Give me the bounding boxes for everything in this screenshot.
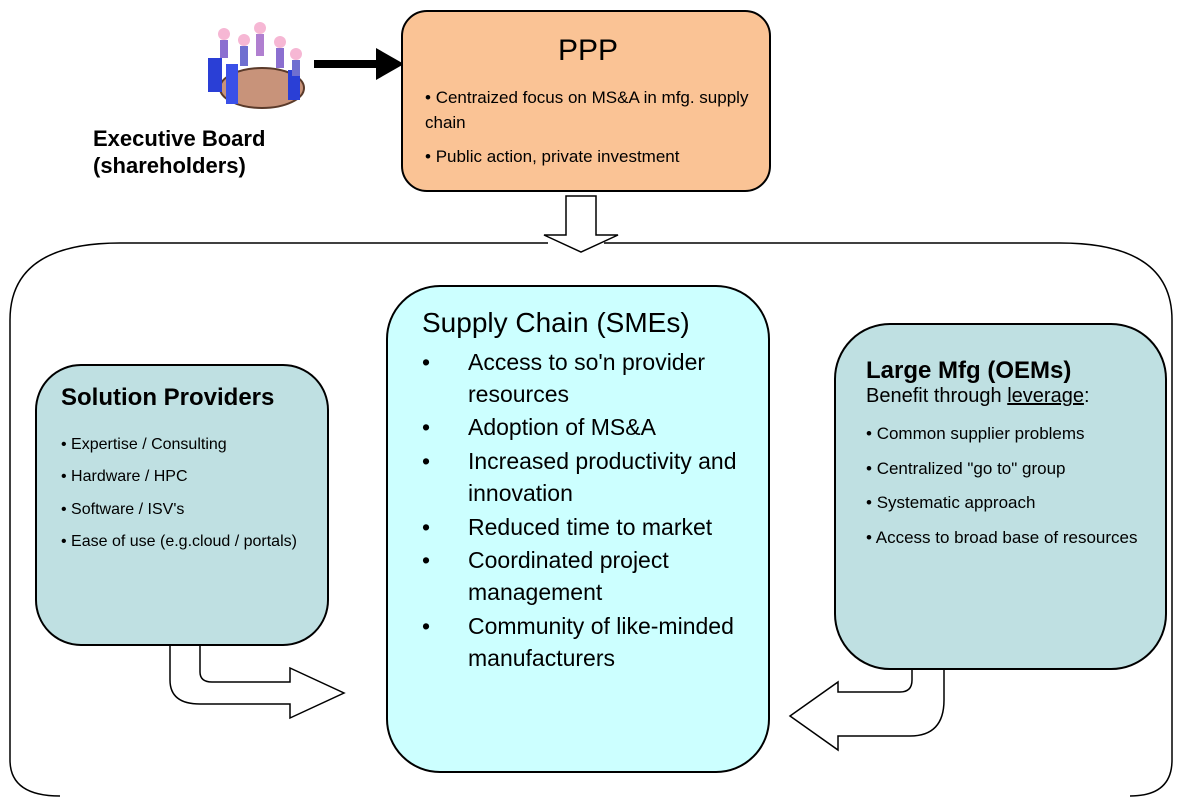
supply-chain-bullet: Community of like-minded manufacturers	[422, 611, 750, 674]
large-mfg-subtitle-suffix: :	[1083, 385, 1090, 407]
large-mfg-bullet: Centralized "go to" group	[866, 457, 1151, 482]
large-mfg-subtitle-prefix: Benefit through	[866, 385, 1008, 407]
ppp-down-arrow	[543, 195, 619, 253]
supply-chain-bullet-list: Access to so'n provider resources Adopti…	[422, 347, 750, 674]
container-outline-right	[604, 242, 1173, 797]
supply-chain-bullet: Adoption of MS&A	[422, 412, 750, 444]
ppp-box: PPP Centraized focus on MS&A in mfg. sup…	[401, 10, 771, 192]
solution-providers-box: Solution Providers Expertise / Consultin…	[35, 364, 329, 646]
solution-providers-bullet: Hardware / HPC	[61, 466, 313, 488]
supply-chain-bullet: Increased productivity and innovation	[422, 446, 750, 509]
supply-chain-box: Supply Chain (SMEs) Access to so'n provi…	[386, 285, 770, 773]
solution-providers-bullet: Expertise / Consulting	[61, 434, 313, 456]
ppp-title: PPP	[557, 34, 619, 67]
solution-providers-bullet-list: Expertise / Consulting Hardware / HPC So…	[61, 434, 313, 554]
oems-to-supplychain-arrow	[788, 647, 945, 752]
executive-board-label-line1: Executive Board	[93, 126, 266, 151]
ppp-bullet: Centraized focus on MS&A in mfg. supply …	[425, 86, 751, 135]
executive-board-label: Executive Board (shareholders)	[93, 126, 265, 180]
executive-board-label-line2: (shareholders)	[93, 152, 246, 178]
ppp-bullet: Public action, private investment	[425, 145, 751, 170]
solution-providers-bullet: Software / ISV's	[61, 499, 313, 521]
large-mfg-subtitle-leverage: leverage	[1007, 385, 1084, 407]
ppp-bullet-list: Centraized focus on MS&A in mfg. supply …	[425, 86, 751, 170]
large-mfg-subtitle: Benefit through leverage:	[866, 385, 1151, 408]
container-outline	[9, 242, 548, 797]
large-mfg-bullet: Systematic approach	[866, 491, 1151, 516]
supply-chain-title: Supply Chain (SMEs)	[422, 307, 690, 338]
large-mfg-bullet-list: Common supplier problems Centralized "go…	[866, 422, 1151, 551]
large-mfg-box: Large Mfg (OEMs) Benefit through leverag…	[834, 323, 1167, 670]
solution-providers-title: Solution Providers	[61, 384, 275, 411]
supply-chain-bullet: Coordinated project management	[422, 545, 750, 608]
solution-providers-bullet: Ease of use (e.g.cloud / portals)	[61, 531, 313, 553]
supply-chain-bullet: Reduced time to market	[422, 512, 750, 544]
executive-board-people-icon	[208, 22, 305, 109]
providers-to-supplychain-arrow	[169, 619, 346, 720]
supply-chain-bullet: Access to so'n provider resources	[422, 347, 750, 410]
exec-to-ppp-arrow	[314, 48, 404, 80]
large-mfg-title: Large Mfg (OEMs)	[866, 357, 1072, 384]
large-mfg-bullet: Access to broad base of resources	[866, 526, 1151, 551]
large-mfg-bullet: Common supplier problems	[866, 422, 1151, 447]
